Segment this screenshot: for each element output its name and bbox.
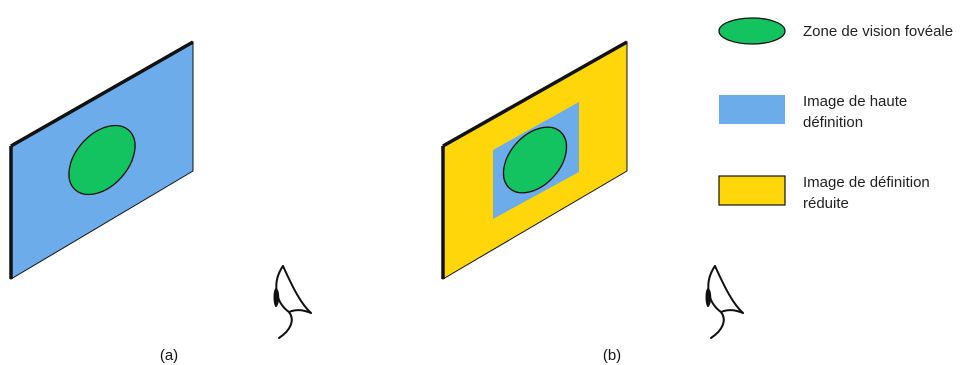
panel-a: (a): [9, 40, 312, 364]
panel-a-foveal-zone: [68, 124, 136, 196]
panel-b-caption: (b): [603, 347, 621, 364]
panel-a-eye-icon: [273, 265, 312, 339]
panel-a-caption: (a): [160, 347, 178, 364]
panel-b: (b): [441, 40, 744, 364]
legend-label-high-def-line1: Image de haute: [803, 93, 907, 110]
panel-b-foveal-zone: [502, 126, 568, 194]
panel-b-top-edge: [442, 40, 628, 148]
legend: Zone de vision fovéale Image de haute dé…: [718, 17, 953, 212]
panel-a-top-edge: [10, 40, 194, 148]
legend-label-reduced-def-line1: Image de définition: [803, 174, 930, 191]
legend-swatch-reduced-def: [718, 175, 786, 206]
legend-label-foveal: Zone de vision fovéale: [803, 23, 953, 40]
legend-swatch-foveal: [718, 17, 786, 45]
legend-swatch-high-def: [719, 95, 785, 124]
panel-b-eye-icon: [705, 265, 744, 339]
legend-label-high-def-line2: définition: [803, 114, 863, 131]
legend-label-reduced-def-line2: réduite: [803, 195, 849, 212]
